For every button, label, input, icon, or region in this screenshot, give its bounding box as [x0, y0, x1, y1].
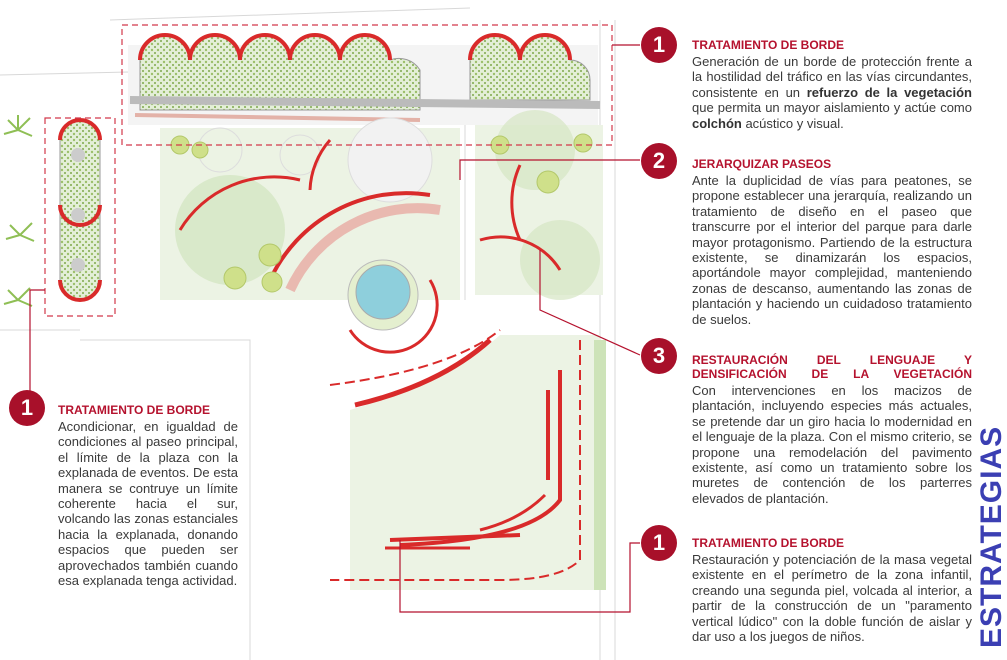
strategy-hierarchize-paths: JERARQUIZAR PASEOS Ante la duplicidad de…	[692, 157, 972, 327]
strategy-body: Ante la duplicidad de vías para peatones…	[692, 173, 972, 327]
body-part: que permita un mayor aislamiento y actúe…	[692, 100, 972, 116]
marker-label-3: 3	[652, 343, 666, 368]
marker-label-1-bottom-right: 1	[652, 530, 666, 555]
body-part: Generación de un borde de protección fre…	[692, 54, 972, 100]
marker-1-left	[9, 390, 45, 426]
leader-lines	[29, 44, 641, 613]
body-part: acústico y visual.	[741, 115, 844, 131]
fountain	[347, 259, 439, 354]
side-title: ESTRATEGIAS	[975, 425, 1007, 648]
strategy-body: Restauración y potenciación de la masa v…	[692, 552, 972, 645]
playground-area	[329, 329, 606, 590]
marker-1-bottom-right	[641, 525, 677, 561]
strategy-border-treatment-south: TRATAMIENTO DE BORDE Acondicionar, en ig…	[58, 403, 238, 588]
marker-3	[641, 338, 677, 374]
strategy-title: TRATAMIENTO DE BORDE	[692, 536, 844, 550]
number-markers	[9, 27, 677, 561]
strategy-title: RESTAURACIÓN DEL LENGUAJE Y DENSIFICACIÓ…	[692, 353, 972, 381]
strategy-restore-language: RESTAURACIÓN DEL LENGUAJE Y DENSIFICACIÓ…	[692, 353, 972, 506]
palm-trees	[3, 115, 35, 307]
strategy-body: Con intervenciones en los macizos de pla…	[692, 383, 972, 506]
body-emphasis: refuerzo de la vegetación	[806, 84, 972, 100]
body-emphasis: colchón	[692, 115, 742, 131]
marker-1-top	[641, 27, 677, 63]
marker-label-1-left: 1	[20, 395, 34, 420]
strategy-border-treatment-top: TRATAMIENTO DE BORDE Generación de un bo…	[692, 38, 972, 131]
strategy-title: JERARQUIZAR PASEOS	[692, 157, 832, 171]
strategy-border-treatment-playground: TRATAMIENTO DE BORDE Restauración y pote…	[692, 536, 972, 644]
marker-2	[641, 143, 677, 179]
top-border-garden	[128, 33, 601, 125]
selection-boxes	[44, 24, 613, 317]
strategy-title: TRATAMIENTO DE BORDE	[58, 403, 210, 417]
strategy-body: Acondicionar, en igualdad de condiciones…	[58, 419, 238, 589]
strategy-body: Generación de un borde de protección fre…	[692, 54, 972, 131]
marker-label-1-top: 1	[652, 32, 666, 57]
marker-label-2: 2	[652, 148, 666, 173]
left-border-garden	[58, 118, 102, 302]
strategy-title: TRATAMIENTO DE BORDE	[692, 38, 844, 52]
